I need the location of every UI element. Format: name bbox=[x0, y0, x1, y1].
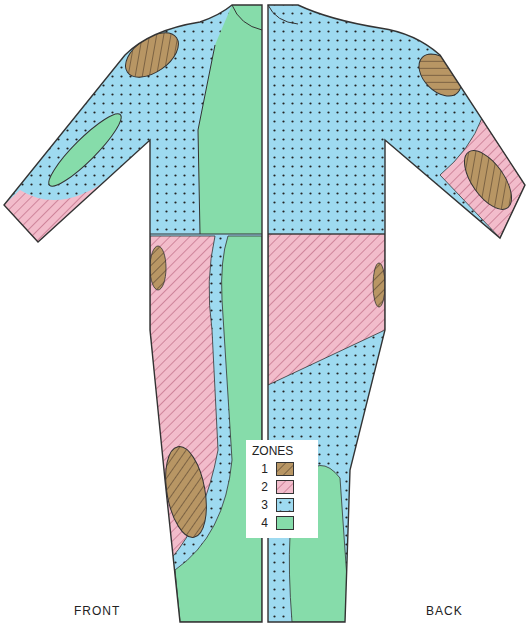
legend-swatch-frame bbox=[276, 480, 294, 494]
zone-4-area bbox=[175, 236, 262, 622]
zone-4-area bbox=[42, 107, 128, 193]
legend-row: 3 bbox=[252, 496, 314, 514]
legend-swatch bbox=[277, 463, 294, 476]
legend-label: 2 bbox=[252, 480, 268, 494]
legend-swatch bbox=[277, 517, 294, 530]
legend-swatch-frame bbox=[276, 462, 294, 476]
zone-1-area bbox=[150, 246, 166, 290]
zone-1-area bbox=[373, 263, 385, 307]
zone-2-area bbox=[150, 236, 218, 560]
legend-row: 4 bbox=[252, 514, 314, 532]
zone-2-area bbox=[440, 118, 525, 238]
legend-heading: ZONES bbox=[252, 444, 314, 458]
view-label: FRONT bbox=[72, 604, 122, 618]
legend-label: 1 bbox=[252, 462, 268, 476]
legend-label: 4 bbox=[252, 516, 268, 530]
zone-3-area bbox=[0, 0, 264, 630]
legend-swatch bbox=[277, 481, 294, 494]
legend-row: 1 bbox=[252, 460, 314, 478]
zone-4-area bbox=[198, 5, 262, 234]
zone-legend: ZONES 1 2 3 4 bbox=[246, 440, 318, 538]
legend-label: 3 bbox=[252, 498, 268, 512]
legend-swatch-frame bbox=[276, 498, 294, 512]
legend-row: 2 bbox=[252, 478, 314, 496]
seam-line bbox=[268, 5, 385, 234]
legend-swatch bbox=[277, 499, 294, 512]
view-label: BACK bbox=[424, 604, 465, 618]
legend-swatch-frame bbox=[276, 516, 294, 530]
zone-1-area bbox=[118, 24, 187, 86]
zone-1-area bbox=[159, 443, 212, 540]
zone-1-area bbox=[455, 143, 520, 217]
zone-2-area bbox=[268, 234, 385, 385]
seam-line bbox=[150, 5, 262, 234]
front-suit-zones bbox=[0, 0, 264, 630]
front-suit-outline bbox=[4, 5, 262, 622]
